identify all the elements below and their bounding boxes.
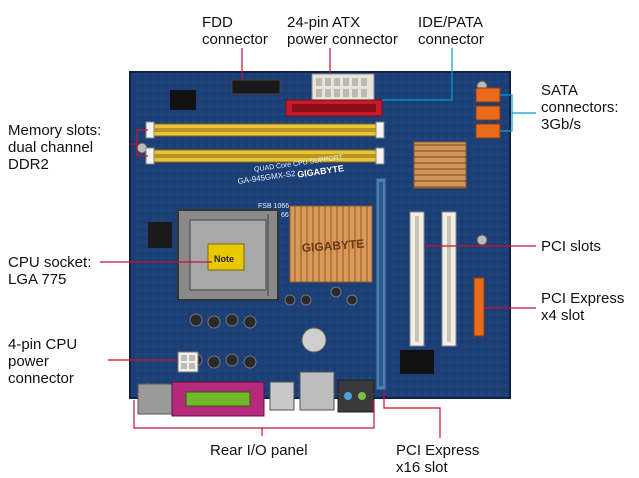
io-chip: [148, 222, 172, 248]
leader-lines: [100, 48, 536, 438]
sata-connector-3: [475, 123, 501, 139]
heatsink-brand-text: GIGABYTE: [301, 237, 364, 255]
southbridge-heatsink: [413, 141, 467, 189]
socket-note-text: Note: [214, 254, 234, 264]
cmos-battery: [301, 327, 327, 353]
leader-lines-cyan: [382, 48, 536, 132]
rear-io-lan: [299, 371, 335, 411]
rear-io-ps2: [137, 383, 173, 415]
fdd-connector: [231, 79, 281, 95]
audio-chip: [400, 350, 434, 374]
fsb-text: FSB 1066: [258, 203, 289, 210]
mount-hole: [476, 234, 488, 246]
label-cpu-socket: CPU socket:LGA 775: [8, 254, 92, 288]
sata-connector-1: [475, 87, 501, 103]
rear-io-usb: [269, 381, 295, 411]
northbridge-heatsink: [289, 205, 373, 283]
rear-io-audio: [337, 379, 375, 413]
socket-note-sticker: [207, 243, 245, 271]
sata-connector-2: [475, 105, 501, 121]
label-pci-slots: PCI slots: [541, 238, 602, 255]
pcie-x4-slot: [473, 277, 485, 337]
label-rear-io-panel: Rear I/O panel: [210, 442, 308, 459]
bios-chip: [170, 90, 196, 110]
